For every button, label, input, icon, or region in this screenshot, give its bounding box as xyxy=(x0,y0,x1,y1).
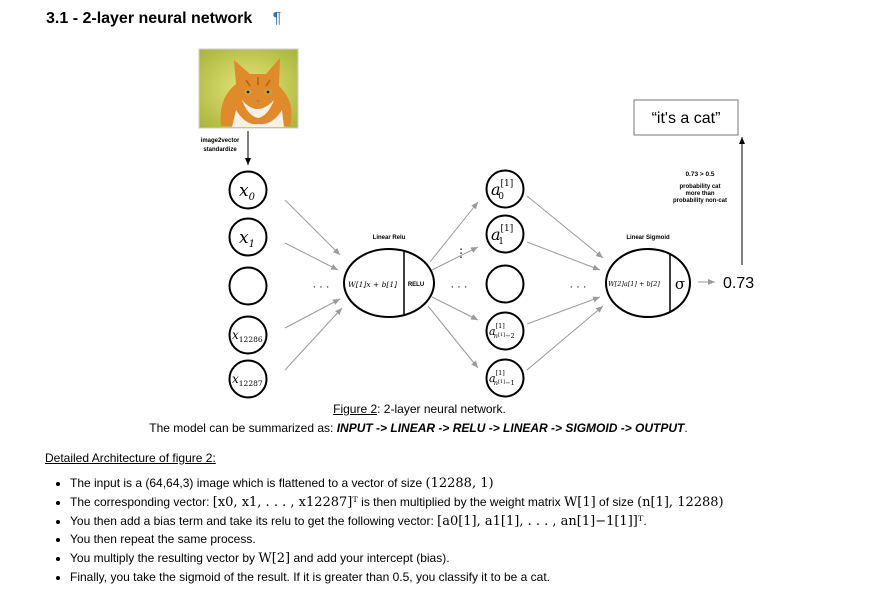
summary-lead: The model can be summarized as: xyxy=(149,421,337,435)
list-item: The corresponding vector: [x0, x1, . . .… xyxy=(70,493,850,512)
layer2-formula: W[2]a[1] + b[2] xyxy=(608,280,660,288)
heading-text: 3.1 - 2-layer neural network xyxy=(46,10,253,27)
ellipsis-3: · · · xyxy=(569,281,586,293)
hidden-node-ellipsis xyxy=(485,264,525,304)
list-item: You then add a bias term and take its re… xyxy=(70,512,850,531)
svg-text:probability cat: probability cat xyxy=(679,184,720,190)
cat-image xyxy=(198,48,299,129)
input-node-x0: x0 xyxy=(228,170,268,210)
hidden-node-a0: a[1]0 xyxy=(485,169,525,209)
svg-text:x12286: x12286 xyxy=(232,328,263,344)
svg-text:x1: x1 xyxy=(239,228,255,250)
list-item: Finally, you take the sigmoid of the res… xyxy=(70,568,850,587)
input-node-ellipsis xyxy=(228,266,268,306)
figure-ref: Figure 2 xyxy=(333,402,378,416)
svg-text:a[1]n[1]−2: a[1]n[1]−2 xyxy=(489,322,515,340)
model-summary: The model can be summarized as: INPUT ->… xyxy=(0,421,853,435)
figure-title: : 2-layer neural network. xyxy=(377,402,506,416)
svg-text:more than: more than xyxy=(685,191,714,197)
layer1-node: W[1]x + b[1] RELU xyxy=(343,248,435,318)
input-arrows xyxy=(284,199,343,371)
svg-text:a[1]1: a[1]1 xyxy=(491,224,513,247)
svg-text:0.73 > 0.5: 0.73 > 0.5 xyxy=(685,171,714,178)
sigma-symbol: σ xyxy=(675,275,685,293)
svg-text:x12287: x12287 xyxy=(232,372,263,388)
summary-end: . xyxy=(684,421,688,435)
ellipsis-1: · · · xyxy=(312,281,329,293)
layer2-node: W[2]a[1] + b[2] σ xyxy=(605,248,691,318)
svg-text:probability non-cat: probability non-cat xyxy=(673,198,727,204)
section-heading: 3.1 - 2-layer neural network ¶ xyxy=(46,10,281,28)
ellipsis-2: · · · xyxy=(450,281,467,293)
preprocess-label: image2vector xyxy=(201,138,240,144)
output-label-box: “it's a cat” xyxy=(633,99,739,136)
layer1-formula: W[1]x + b[1] xyxy=(348,280,397,289)
detail-title: Detailed Architecture of figure 2: xyxy=(45,451,216,465)
neural-network-figure: image2vector standardize x0 x1 x12286 x1… xyxy=(198,48,754,399)
output-arrows xyxy=(526,195,604,371)
list-item: The input is a (64,64,3) image which is … xyxy=(70,474,850,493)
svg-text:“it's a cat”: “it's a cat” xyxy=(652,110,721,127)
hidden-node-an-2: a[1]n[1]−2 xyxy=(485,311,525,351)
summary-pipeline: INPUT -> LINEAR -> RELU -> LINEAR -> SIG… xyxy=(336,421,685,435)
hidden-vertical-ellipsis: ⋮ xyxy=(455,246,467,260)
hidden-node-an-1: a[1]n[1]−1 xyxy=(485,358,525,398)
input-node-x12287: x12287 xyxy=(228,359,268,399)
figure-caption: Figure 2: 2-layer neural network. xyxy=(0,402,854,416)
layer2-label: Linear Sigmoid xyxy=(626,235,670,241)
hidden-node-a1: a[1]1 xyxy=(485,214,525,254)
input-node-x12286: x12286 xyxy=(228,315,268,355)
input-node-x1: x1 xyxy=(228,217,268,257)
architecture-list: The input is a (64,64,3) image which is … xyxy=(45,474,850,587)
layer1-activation: RELU xyxy=(408,282,424,288)
svg-text:a[1]n[1]−1: a[1]n[1]−1 xyxy=(489,369,515,387)
layer1-label: Linear Relu xyxy=(373,235,406,241)
list-item: You multiply the resulting vector by W[2… xyxy=(70,549,850,568)
output-value: 0.73 xyxy=(723,275,754,292)
anchor-link[interactable]: ¶ xyxy=(272,10,282,27)
hidden-arrows xyxy=(427,201,479,369)
list-item: You then repeat the same process. xyxy=(70,530,850,549)
preprocess-label: standardize xyxy=(203,147,237,153)
threshold-note: 0.73 > 0.5 probability cat more than pro… xyxy=(673,171,727,204)
svg-text:a[1]0: a[1]0 xyxy=(491,179,513,202)
svg-text:x0: x0 xyxy=(239,181,256,203)
